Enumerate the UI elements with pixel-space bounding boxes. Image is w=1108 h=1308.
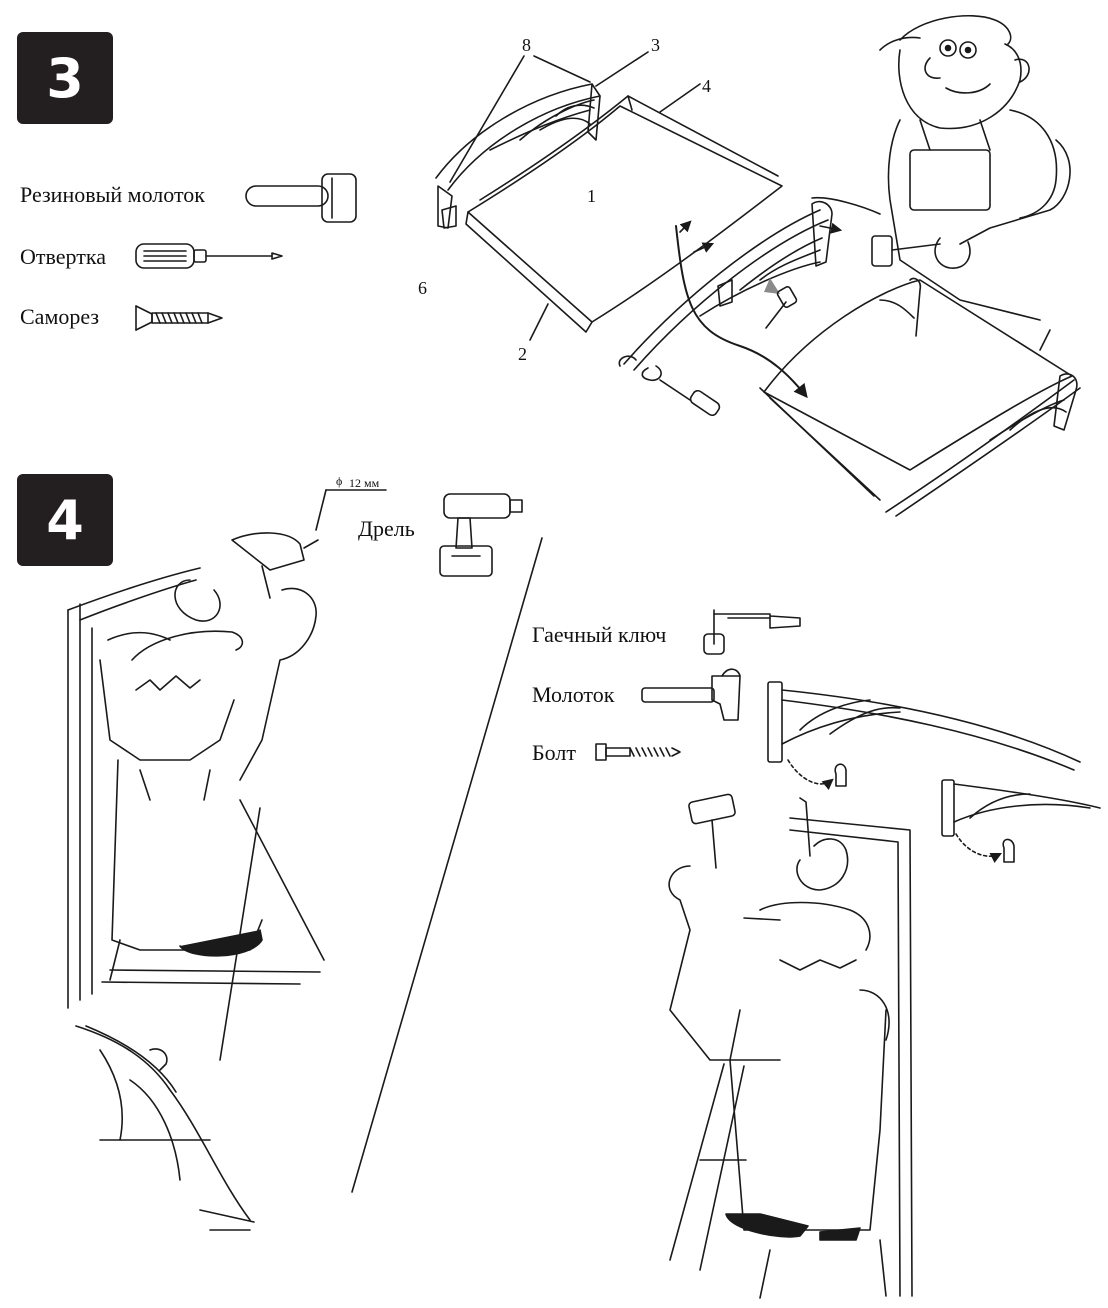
- part-number-3: 3: [651, 35, 660, 55]
- bolt-icon: [596, 744, 680, 760]
- step-4-number: 4: [46, 488, 84, 552]
- polycarbonate-sheet: [466, 84, 782, 340]
- drill-callout-line: [316, 490, 326, 530]
- step-3-number: 3: [46, 46, 84, 110]
- self-tapping-screw-icon: [136, 306, 222, 330]
- worker-figure-step4-right: [669, 794, 889, 1298]
- tool-label-screw: Саморез: [20, 304, 100, 329]
- screwdriver-icon-step3: [642, 366, 721, 417]
- wrench-icon: [704, 610, 800, 654]
- canopy-frame-bottom-left: [76, 1026, 254, 1230]
- drill-icon: [440, 494, 522, 576]
- part-number-4: 4: [702, 76, 711, 96]
- assembly-arrows: [676, 220, 843, 399]
- worker-figure-step4-left: [100, 533, 324, 1060]
- part-number-2: 2: [518, 344, 527, 364]
- worker-figure-step3: [812, 16, 1070, 350]
- part-number-1: 1: [587, 186, 596, 206]
- canopy-assembly: [619, 202, 1080, 516]
- rubber-mallet-icon: [246, 174, 356, 222]
- canopy-mounting-detail: [768, 682, 1100, 864]
- tool-label-bolt: Болт: [532, 740, 576, 765]
- tool-label-rubber-mallet: Резиновый молоток: [20, 182, 205, 207]
- step-3-badge: 3: [17, 32, 113, 124]
- section-divider: [352, 538, 542, 1192]
- tool-label-wrench: Гаечный ключ: [532, 622, 667, 647]
- end-cap-icon: [442, 206, 732, 306]
- drill-size-label: 12 мм: [349, 476, 380, 490]
- left-bracket: [436, 52, 648, 228]
- tool-label-screwdriver: Отвертка: [20, 244, 106, 269]
- hammer-icon: [642, 669, 740, 720]
- part-number-8: 8: [522, 35, 531, 55]
- part-number-6: 6: [418, 278, 427, 298]
- door-frame-right: [790, 818, 912, 1296]
- tool-label-hammer: Молоток: [532, 682, 615, 707]
- door-frame-left: [68, 568, 200, 1008]
- screwdriver-icon: [136, 244, 282, 268]
- drill-size-symbol: ϕ: [336, 474, 343, 488]
- step-4-badge: 4: [17, 474, 113, 566]
- tool-label-drill: Дрель: [358, 516, 415, 541]
